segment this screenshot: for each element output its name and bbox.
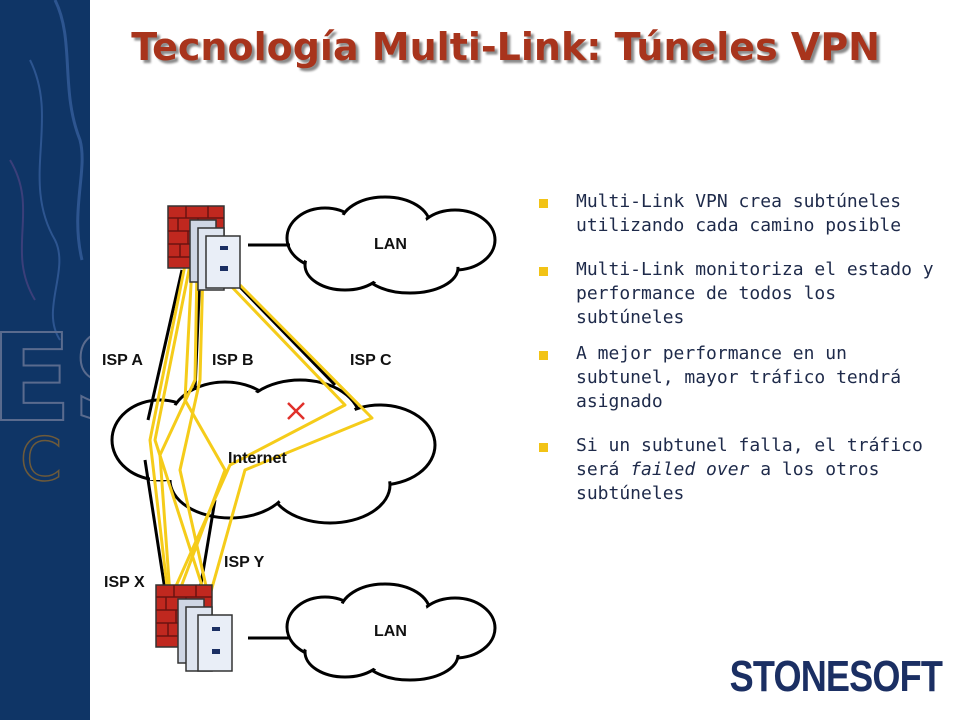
network-diagram: LAN LAN Internet ISP A ISP B ISP C ISP X… xyxy=(102,195,497,682)
isp-a-label: ISP A xyxy=(102,352,143,369)
bullet-square-icon xyxy=(539,199,548,208)
bullet-item: Multi-Link VPN crea subtúneles utilizand… xyxy=(536,190,946,238)
bullet-item: Si un subtunel falla, el tráfico será fa… xyxy=(536,434,946,506)
bullet-text: Multi-Link monitoriza el estado y perfor… xyxy=(576,259,934,328)
bullet-text-emphasis: failed over xyxy=(630,459,750,480)
lan-cloud-bottom xyxy=(285,582,497,682)
isp-c-label: ISP C xyxy=(350,352,392,369)
bullet-text: Multi-Link VPN crea subtúneles utilizand… xyxy=(576,191,902,236)
vpn-subtunnels xyxy=(148,264,374,596)
lan-top-label: LAN xyxy=(374,236,407,253)
lan-bottom-label: LAN xyxy=(374,623,407,640)
failure-x-icon xyxy=(287,402,305,420)
isp-y-label: ISP Y xyxy=(224,554,265,571)
isp-b-label: ISP B xyxy=(212,352,254,369)
bullet-list: Multi-Link VPN crea subtúneles utilizand… xyxy=(536,190,946,506)
internet-label: Internet xyxy=(228,450,287,467)
slide-title: Tecnología Multi-Link: Túneles VPN xyxy=(131,25,880,69)
bullet-item: A mejor performance en un subtunel, mayo… xyxy=(536,342,946,414)
bullet-text: a los otros subtúneles xyxy=(576,459,880,504)
svg-text:ES: ES xyxy=(0,310,90,449)
isp-x-label: ISP X xyxy=(104,574,145,591)
bullet-text: Si un subtunel falla, el tráfico será xyxy=(576,435,923,480)
stonesoft-logo: STONESOFT xyxy=(729,652,943,701)
bullet-square-icon xyxy=(539,351,548,360)
isp-links xyxy=(143,243,337,640)
bullet-square-icon xyxy=(539,443,548,452)
bullet-square-icon xyxy=(539,267,548,276)
lan-cloud-top xyxy=(285,195,497,295)
svg-text:C: C xyxy=(20,425,62,495)
decorative-sidebar: ES C xyxy=(0,0,90,720)
bullet-item: Multi-Link monitoriza el estado y perfor… xyxy=(536,258,946,330)
firewall-server-icon xyxy=(155,584,233,672)
bullet-text: A mejor performance en un subtunel, mayo… xyxy=(576,343,902,412)
firewall-server-icon xyxy=(167,205,241,291)
